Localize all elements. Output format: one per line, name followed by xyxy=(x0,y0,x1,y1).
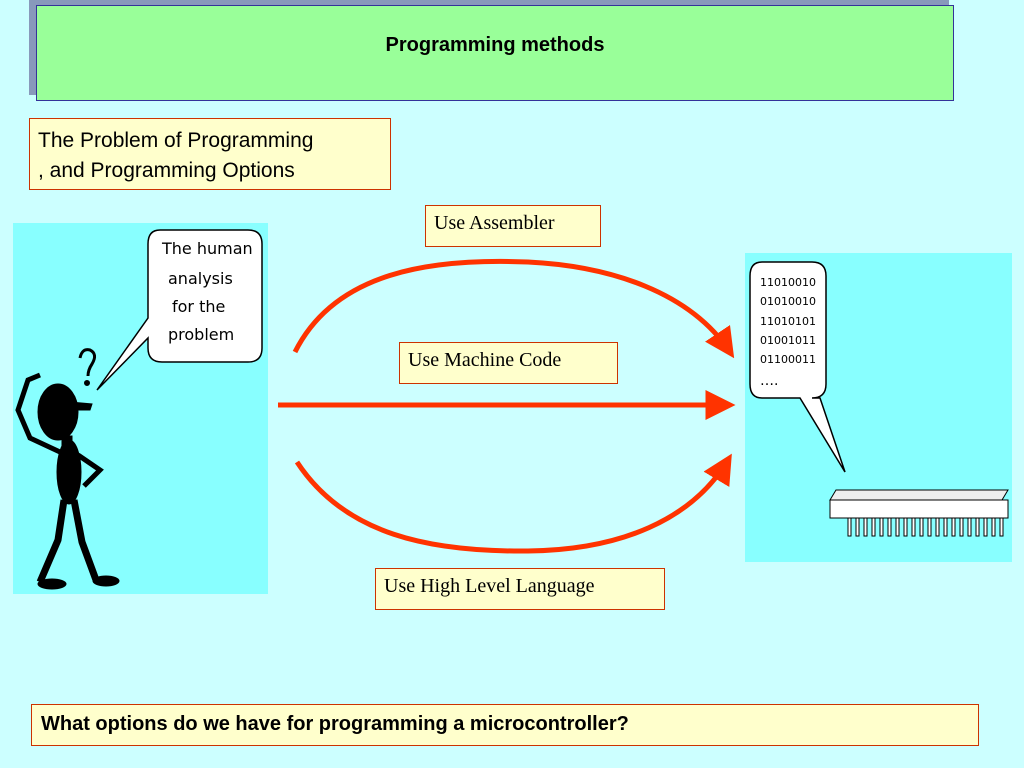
chip-pin xyxy=(991,517,996,537)
chip-pin xyxy=(943,517,948,537)
binary-line-5: 01100011 xyxy=(760,353,816,366)
human-bubble-line-4: problem xyxy=(168,325,234,344)
chip-pin xyxy=(911,517,916,537)
human-bubble-line-3: for the xyxy=(172,297,225,316)
title-box: Programming methods xyxy=(36,5,954,101)
chip-pin xyxy=(887,517,892,537)
binary-line-3: 11010101 xyxy=(760,315,816,328)
chip-pin xyxy=(903,517,908,537)
option-machine-code-label: Use Machine Code xyxy=(399,342,618,384)
subtitle-line-1: The Problem of Programming xyxy=(38,129,314,152)
chip-pin xyxy=(919,517,924,537)
chip-pin xyxy=(999,517,1004,537)
chip-pin xyxy=(879,517,884,537)
option-assembler-label: Use Assembler xyxy=(425,205,601,247)
page-title: Programming methods xyxy=(385,34,605,56)
chip-pin xyxy=(975,517,980,537)
chip-pin xyxy=(951,517,956,537)
human-bubble-line-1: The human xyxy=(161,239,253,258)
chip-pin xyxy=(959,517,964,537)
chip-pin xyxy=(935,517,940,537)
binary-line-6: …. xyxy=(760,373,778,389)
arrow-high-level xyxy=(294,453,732,554)
microcontroller-chip-icon xyxy=(829,489,1009,537)
binary-line-2: 01010010 xyxy=(760,295,816,308)
chip-pin xyxy=(895,517,900,537)
binary-speech-bubble: 11010010 01010010 11010101 01001011 0110… xyxy=(749,261,846,473)
chip-pin xyxy=(927,517,932,537)
subtitle-line-2: , and Programming Options xyxy=(38,159,295,182)
human-speech-bubble: The human analysis for the problem xyxy=(96,229,263,391)
chip-pin xyxy=(855,517,860,537)
question-box: What options do we have for programming … xyxy=(31,704,979,746)
option-high-level-label: Use High Level Language xyxy=(375,568,665,610)
chip-pin xyxy=(847,517,852,537)
binary-line-4: 01001011 xyxy=(760,334,816,347)
chip-pin xyxy=(983,517,988,537)
chip-pin xyxy=(967,517,972,537)
thinking-person-icon xyxy=(15,348,120,590)
arrow-assembler xyxy=(292,258,735,359)
human-bubble-line-2: analysis xyxy=(168,269,233,288)
subtitle-box: The Problem of Programming , and Program… xyxy=(29,118,391,190)
chip-pin xyxy=(871,517,876,537)
binary-line-1: 11010010 xyxy=(760,276,816,289)
chip-pin xyxy=(863,517,868,537)
